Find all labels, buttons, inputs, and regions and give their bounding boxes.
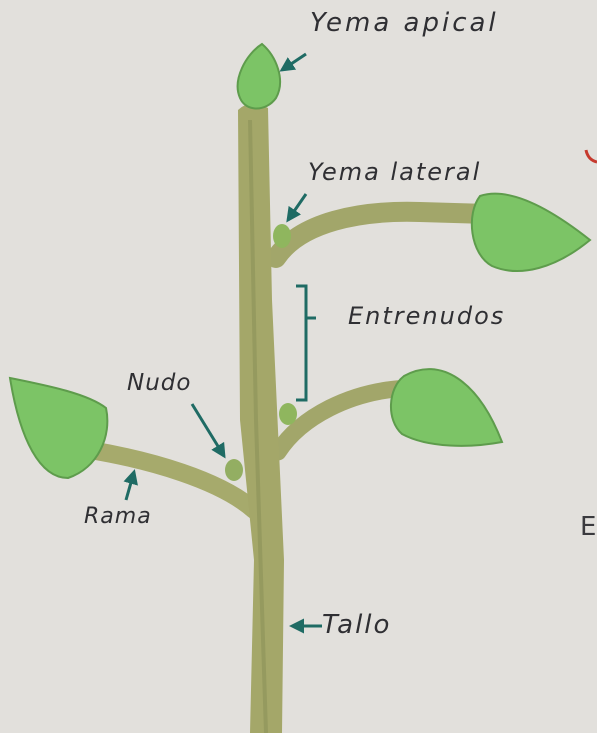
apical-bud xyxy=(238,44,280,109)
node-bud-left xyxy=(225,459,243,481)
label-yema-apical: Yema apical xyxy=(310,8,499,38)
branch-upper-right xyxy=(276,212,488,258)
leaf-upper-right xyxy=(472,194,590,271)
arrow-rama xyxy=(126,472,134,500)
label-tallo: Tallo xyxy=(322,610,391,640)
leaf-left xyxy=(10,378,107,478)
entrenudos-bracket xyxy=(296,286,316,400)
leaf-lower-right xyxy=(391,369,502,446)
lateral-bud xyxy=(273,224,291,248)
label-rama: Rama xyxy=(84,504,152,529)
label-yema-lateral: Yema lateral xyxy=(308,158,481,186)
arrow-yema-apical xyxy=(282,54,306,70)
branch-lower-right xyxy=(278,388,410,452)
label-entrenudos: Entrenudos xyxy=(348,302,505,330)
label-nudo: Nudo xyxy=(127,370,191,396)
arrow-yema-lateral xyxy=(288,194,306,220)
node-bud-right xyxy=(279,403,297,425)
label-edge-letter: E xyxy=(580,512,597,542)
branch-left xyxy=(90,450,254,510)
arrow-nudo xyxy=(192,404,224,456)
red-mark xyxy=(586,150,597,162)
